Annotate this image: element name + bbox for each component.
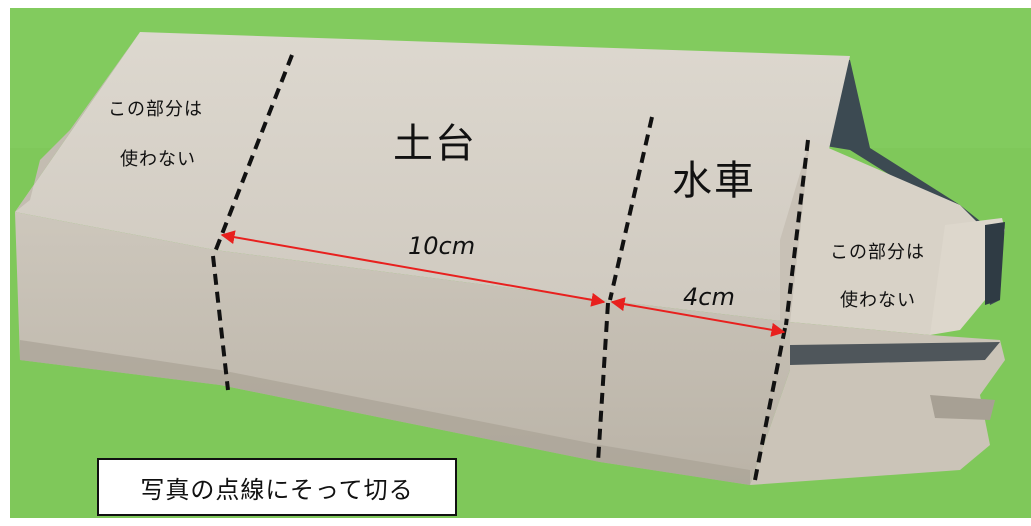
arrow-4cm	[610, 297, 786, 337]
cut-line-middle	[608, 116, 654, 301]
unused-left-label-1: この部分は	[108, 99, 203, 120]
length-4cm-label: 4cm	[683, 283, 735, 311]
carton-slope-face	[790, 140, 985, 335]
base-label: 土台	[393, 121, 477, 167]
cut-line-left-front	[211, 255, 230, 391]
carton-front-face	[15, 212, 790, 485]
unused-right-label-1: この部分は	[830, 242, 925, 263]
cut-lines	[211, 54, 810, 481]
arrow-10cm	[220, 230, 606, 307]
caption-box: 写真の点線にそって切る	[97, 458, 457, 516]
length-10cm-label: 10cm	[408, 232, 476, 260]
carton-left-face	[15, 32, 140, 212]
cut-line-middle-front	[596, 302, 610, 463]
cut-line-right-front	[753, 327, 787, 481]
cut-line-right	[784, 139, 810, 326]
unused-left-label-2: 使わない	[120, 149, 196, 170]
unused-right-label-2: 使わない	[840, 290, 916, 311]
waterwheel-label: 水車	[672, 158, 756, 204]
caption-text: 写真の点線にそって切る	[140, 475, 414, 504]
